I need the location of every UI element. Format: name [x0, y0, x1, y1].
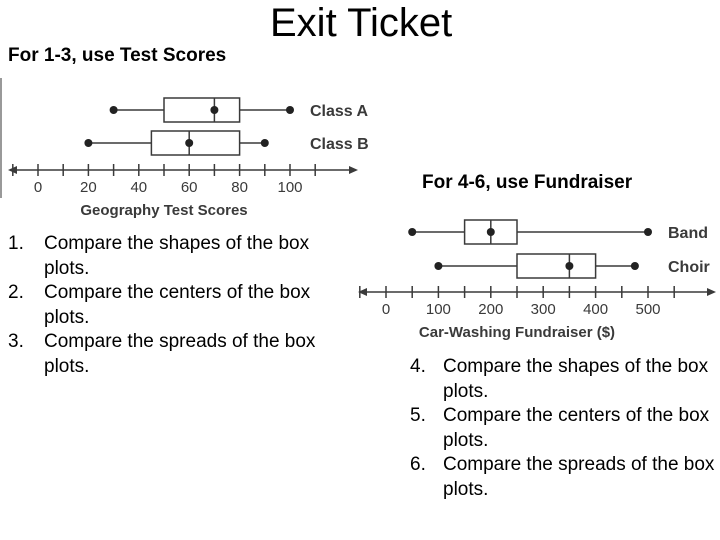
tick-label: 60 — [181, 179, 198, 196]
question-item: 6. Compare the spreads of the box plots. — [410, 453, 720, 502]
tick-label: 40 — [130, 179, 147, 196]
series-label: Choir — [668, 259, 710, 276]
tick-label: 100 — [426, 301, 451, 318]
question-list-right: 4. Compare the shapes of the box plots. 5… — [410, 355, 720, 502]
median-point — [185, 139, 194, 147]
axis-arrow-right — [349, 166, 358, 174]
question-item: 3. Compare the spreads of the box plots. — [8, 330, 328, 379]
series-label: Class A — [310, 103, 369, 120]
axis-title: Car-Washing Fundraiser ($) — [419, 324, 615, 341]
question-text: Compare the spreads of the box plots. — [443, 454, 715, 500]
min-point — [408, 228, 417, 236]
max-point — [260, 139, 269, 147]
question-item: 5. Compare the centers of the box plots. — [410, 404, 720, 453]
min-point — [434, 262, 443, 270]
min-point — [109, 106, 118, 114]
min-point — [84, 139, 93, 147]
axis-arrow-left — [358, 288, 367, 296]
tick-label: 80 — [231, 179, 248, 196]
tick-label: 500 — [635, 301, 660, 318]
series-label: Band — [668, 225, 708, 242]
series-label: Class B — [310, 136, 369, 153]
tick-label: 0 — [382, 301, 390, 318]
tick-label: 0 — [34, 179, 42, 196]
question-text: Compare the centers of the box plots. — [443, 405, 710, 451]
max-point — [644, 228, 652, 236]
tick-label: 20 — [80, 179, 97, 196]
box-iqr — [150, 130, 241, 156]
median-point — [565, 262, 574, 270]
question-text: Compare the shapes of the box plots. — [443, 356, 709, 402]
tick-label: 100 — [277, 179, 302, 196]
section-heading-test-scores: For 1-3, use Test Scores — [8, 45, 227, 66]
page-title: Exit Ticket — [270, 1, 453, 45]
question-text: Compare the spreads of the box plots. — [44, 331, 316, 377]
left-divider — [0, 78, 2, 198]
section-heading-fundraiser: For 4-6, use Fundraiser — [422, 172, 633, 193]
tick-label: 400 — [583, 301, 608, 318]
median-point — [486, 228, 495, 236]
question-item: 2. Compare the centers of the box plots. — [8, 281, 328, 330]
question-number: 1. — [8, 233, 24, 254]
question-number: 6. — [410, 454, 426, 475]
tick-label: 200 — [478, 301, 503, 318]
question-item: 4. Compare the shapes of the box plots. — [410, 355, 720, 404]
question-number: 2. — [8, 282, 24, 303]
tick-label: 300 — [531, 301, 556, 318]
question-text: Compare the centers of the box plots. — [44, 282, 311, 328]
box-iqr — [163, 97, 241, 123]
question-text: Compare the shapes of the box plots. — [44, 233, 310, 279]
question-item: 1. Compare the shapes of the box plots. — [8, 232, 328, 281]
box-iqr — [516, 253, 597, 279]
question-list-left: 1. Compare the shapes of the box plots. 2… — [8, 232, 328, 379]
question-number: 5. — [410, 405, 426, 426]
max-point — [630, 262, 639, 270]
question-number: 4. — [410, 356, 426, 377]
max-point — [286, 106, 294, 114]
question-number: 3. — [8, 331, 24, 352]
axis-arrow-right — [707, 288, 716, 296]
median-point — [210, 106, 219, 114]
axis-title: Geography Test Scores — [80, 202, 247, 219]
